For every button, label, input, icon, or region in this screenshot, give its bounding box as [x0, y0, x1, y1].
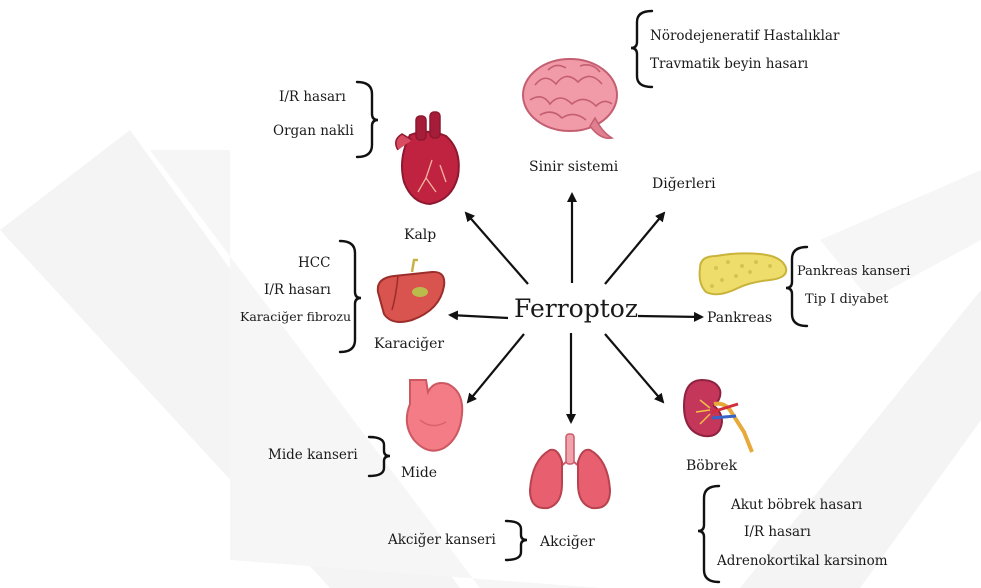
pankreas-item-1: Pankreas kanseri — [797, 265, 910, 278]
akciger-item-1: Akciğer kanseri — [388, 534, 496, 548]
lungs-icon — [530, 434, 610, 508]
sinir-item-1: Nörodejeneratif Hastalıklar — [650, 30, 839, 44]
kalp-item-1: I/R hasarı — [279, 91, 346, 105]
pancreas-icon — [700, 253, 787, 294]
organ-label-akciger: Akciğer — [540, 535, 595, 549]
bobrek-item-2: I/R hasarı — [744, 526, 811, 540]
organ-label-digerleri: Diğerleri — [652, 177, 716, 191]
liver-icon — [378, 260, 444, 322]
karaciger-item-1: HCC — [298, 257, 330, 271]
karaciger-item-3: Karaciğer fibrozu — [240, 311, 351, 324]
center-label: Ferroptoz — [514, 294, 638, 323]
karaciger-item-2: I/R hasarı — [264, 284, 331, 298]
kidney-icon — [684, 380, 752, 452]
brain-icon — [523, 59, 617, 138]
mide-item-1: Mide kanseri — [268, 449, 358, 463]
bobrek-item-3: Adrenokortikal karsinom — [717, 555, 888, 569]
organ-label-mide: Mide — [401, 466, 437, 480]
bobrek-item-1: Akut böbrek hasarı — [731, 499, 862, 513]
organ-label-sinir: Sinir sistemi — [529, 160, 618, 174]
organ-label-bobrek: Böbrek — [686, 459, 737, 473]
heart-icon — [396, 112, 459, 204]
kalp-item-2: Organ nakli — [273, 125, 354, 139]
sinir-item-2: Travmatik beyin hasarı — [650, 58, 808, 72]
pankreas-item-2: Tip I diyabet — [805, 293, 888, 306]
organ-label-kalp: Kalp — [404, 228, 436, 242]
organ-label-karaciger: Karaciğer — [374, 337, 444, 351]
organ-label-pankreas: Pankreas — [707, 311, 772, 325]
stomach-icon — [407, 380, 462, 451]
